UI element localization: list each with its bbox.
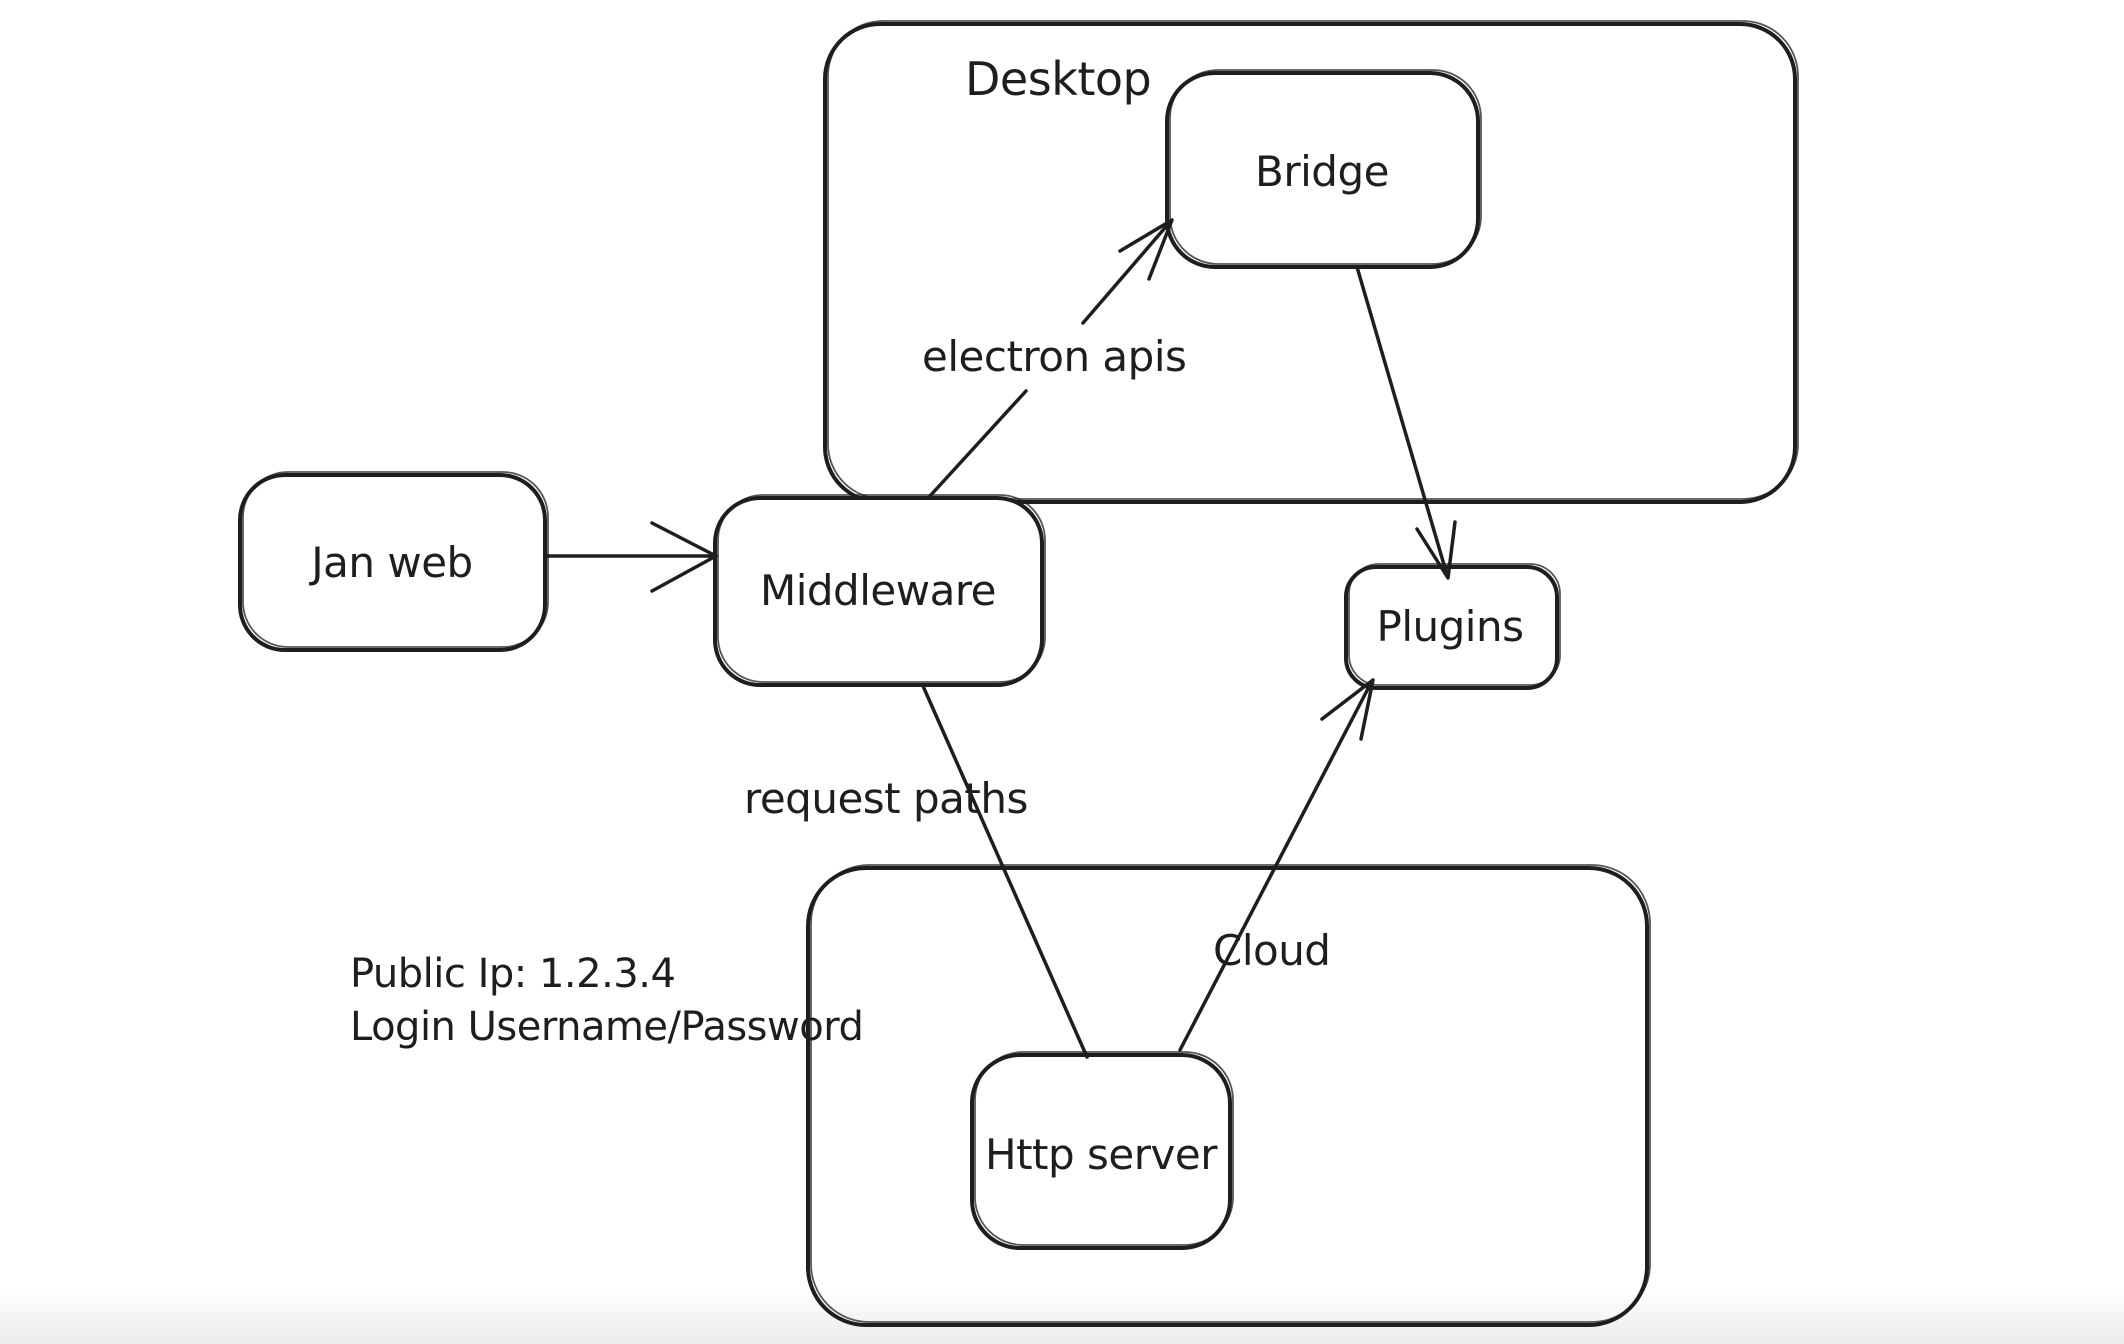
edge-label-electron-apis[interactable]: electron apis	[922, 332, 1187, 381]
note-line-public-ip: Public Ip: 1.2.3.4	[350, 951, 676, 997]
public-ip-note[interactable]: Public Ip: 1.2.3.4 Login Username/Passwo…	[350, 948, 864, 1054]
middleware-label[interactable]: Middleware	[759, 565, 997, 615]
bridge-label[interactable]: Bridge	[1255, 146, 1389, 196]
jan-web-label[interactable]: Jan web	[311, 537, 473, 587]
jan-web-box[interactable]	[238, 471, 549, 652]
note-line-login: Login Username/Password	[350, 1004, 864, 1050]
line-middleware-to-httpserver[interactable]	[921, 684, 1089, 1059]
edge-label-request-paths[interactable]: request paths	[744, 774, 1028, 823]
arrow-janweb-to-middleware[interactable]	[543, 521, 718, 593]
http-server-box[interactable]	[970, 1051, 1234, 1250]
arrow-middleware-to-bridge[interactable]	[928, 218, 1174, 498]
plugins-box[interactable]	[1344, 563, 1561, 690]
middleware-box[interactable]	[713, 494, 1046, 687]
desktop-container-label[interactable]: Desktop	[965, 52, 1152, 106]
plugins-label[interactable]: Plugins	[1376, 601, 1524, 651]
arrow-httpserver-to-plugins[interactable]	[1178, 678, 1375, 1052]
cloud-container-label[interactable]: Cloud	[1213, 926, 1331, 975]
http-server-label[interactable]: Http server	[985, 1129, 1217, 1179]
bridge-box[interactable]	[1165, 69, 1482, 269]
arrow-bridge-to-plugins[interactable]	[1355, 265, 1457, 580]
